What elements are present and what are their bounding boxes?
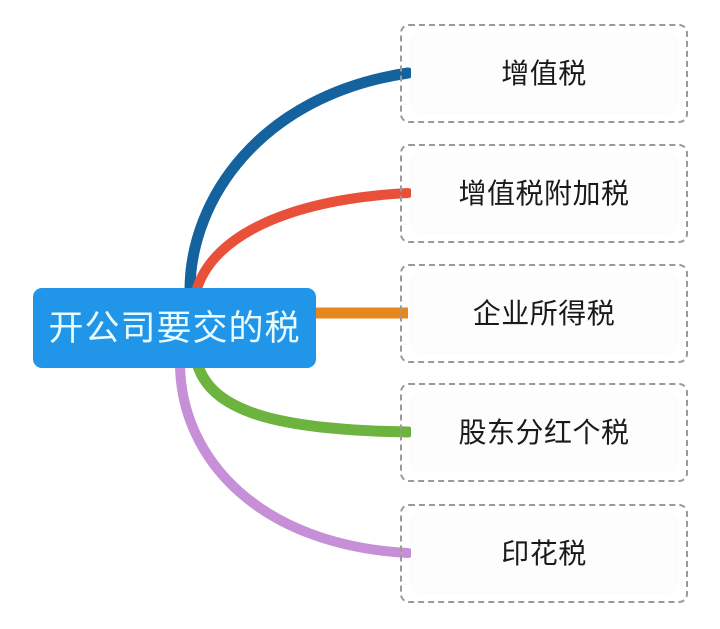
root-node[interactable]: 开公司要交的税 [33, 288, 316, 368]
branch-node-4[interactable]: 股东分红个税 [400, 383, 688, 482]
branch-node-3-inner: 企业所得税 [411, 275, 677, 352]
branch-node-4-label: 股东分红个税 [458, 416, 630, 448]
branch-node-1[interactable]: 增值税 [400, 24, 688, 123]
branch-node-5-inner: 印花税 [411, 515, 677, 592]
connector-branch-2 [191, 188, 413, 297]
branch-node-1-inner: 增值税 [411, 35, 677, 112]
branch-node-2-label: 增值税附加税 [458, 177, 630, 209]
branch-node-5-label: 印花税 [501, 537, 587, 569]
branch-node-3-label: 企业所得税 [472, 297, 616, 329]
connector-branch-5 [175, 361, 413, 558]
branch-node-4-inner: 股东分红个税 [411, 394, 677, 471]
connector-branch-4 [192, 360, 414, 438]
branch-node-3[interactable]: 企业所得税 [400, 264, 688, 363]
branch-node-2-inner: 增值税附加税 [411, 155, 677, 232]
branch-node-5[interactable]: 印花税 [400, 504, 688, 603]
root-node-label: 开公司要交的税 [48, 308, 301, 348]
connector-branch-1 [184, 67, 414, 296]
branch-node-1-label: 增值税 [501, 57, 587, 89]
branch-node-2[interactable]: 增值税附加税 [400, 144, 688, 243]
